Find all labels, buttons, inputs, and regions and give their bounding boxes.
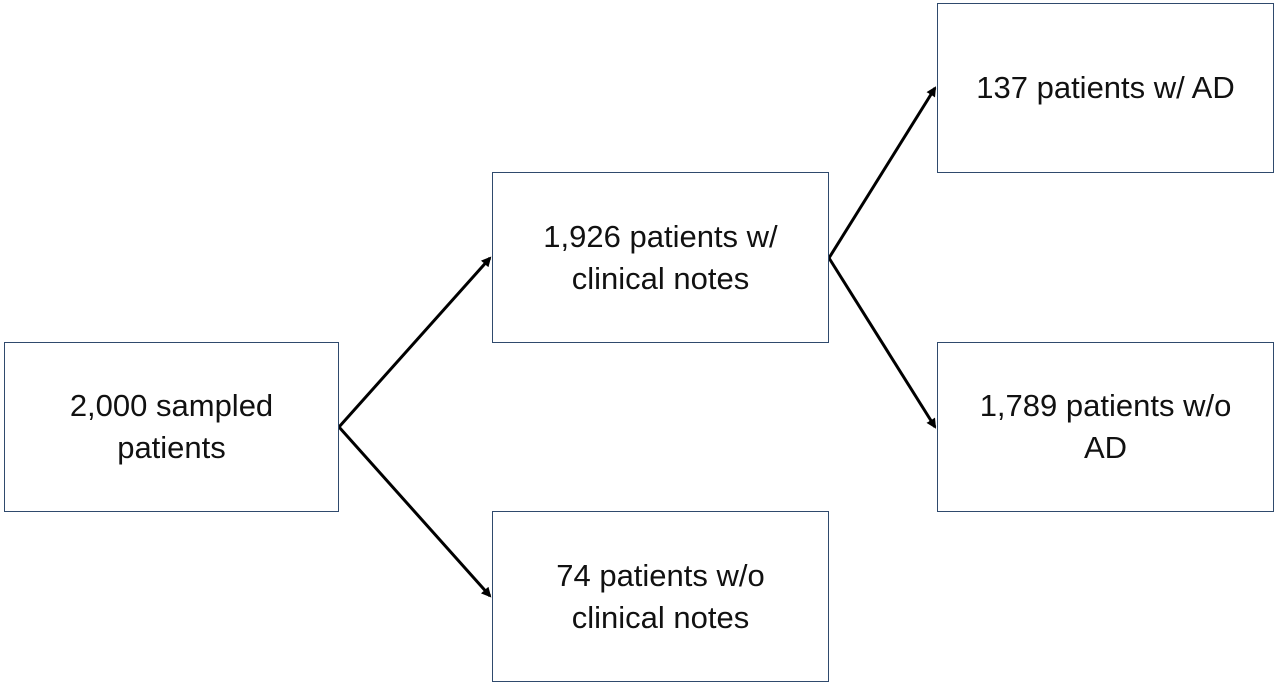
node-patients-without-notes: 74 patients w/o clinical notes (492, 511, 829, 682)
arrow-root-to-without-notes (337, 426, 492, 598)
node-patients-with-notes: 1,926 patients w/ clinical notes (492, 172, 829, 343)
node-sampled-patients: 2,000 sampled patients (4, 342, 339, 512)
arrow-root-to-with-notes (337, 256, 492, 428)
node-patients-without-ad-label: 1,789 patients w/o AD (979, 388, 1232, 465)
arrow-with-notes-to-with-ad (827, 86, 937, 259)
arrow-with-notes-to-without-ad (827, 257, 937, 429)
node-sampled-patients-label: 2,000 sampled patients (69, 388, 274, 465)
node-patients-with-ad: 137 patients w/ AD (937, 3, 1274, 173)
node-patients-with-notes-label: 1,926 patients w/ clinical notes (543, 218, 778, 296)
node-patients-without-notes-label: 74 patients w/o clinical notes (556, 557, 765, 635)
node-patients-with-ad-label: 137 patients w/ AD (976, 70, 1235, 106)
node-patients-without-ad: 1,789 patients w/o AD (937, 342, 1274, 512)
